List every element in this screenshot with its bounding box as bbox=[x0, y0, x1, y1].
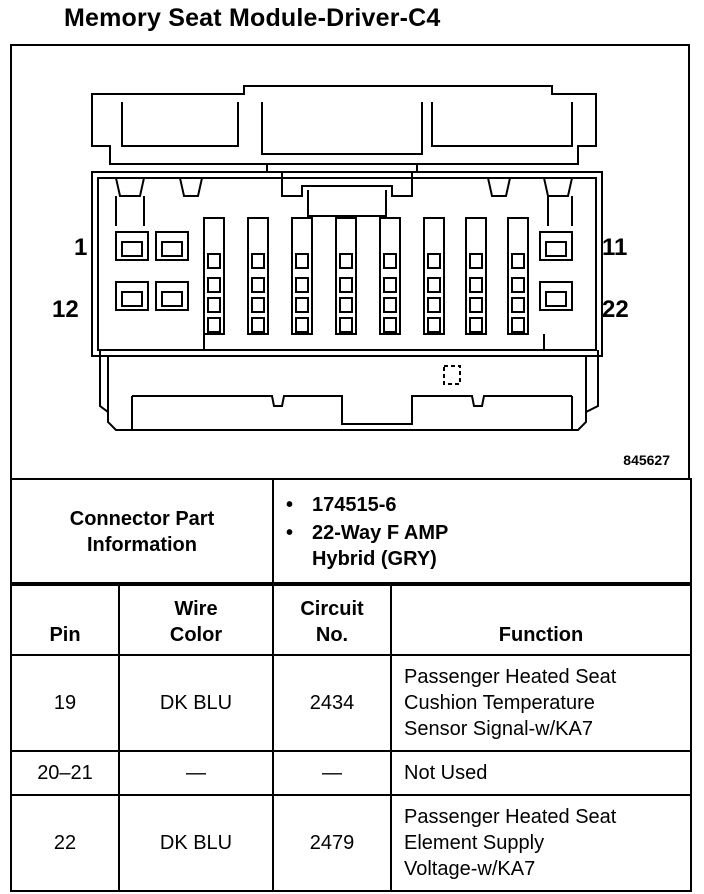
pin-label-12: 12 bbox=[52, 296, 79, 323]
pin-label-1: 1 bbox=[74, 234, 88, 261]
wire-color-cell: DK BLU bbox=[118, 794, 274, 892]
page-title: Memory Seat Module-Driver-C4 bbox=[64, 4, 441, 32]
header-pin: Pin bbox=[10, 582, 120, 656]
table-row: 22 DK BLU 2479 Passenger Heated Seat Ele… bbox=[10, 794, 692, 892]
connector-type-line1: 22-Way F AMP bbox=[312, 522, 449, 544]
wire-color-cell: — bbox=[118, 750, 274, 796]
pin-label-11: 11 bbox=[602, 234, 628, 261]
connector-type-line2: Hybrid (GRY) bbox=[312, 548, 437, 570]
pin-label-22: 22 bbox=[602, 296, 629, 323]
function-cell: Passenger Heated Seat Element Supply Vol… bbox=[390, 794, 692, 892]
header-function: Function bbox=[390, 582, 692, 656]
connector-info-label: Connector Part Information bbox=[10, 478, 274, 586]
function-cell: Not Used bbox=[390, 750, 692, 796]
connector-info-table: Connector Part Information 174515-6 22-W… bbox=[10, 478, 692, 586]
circuit-cell: 2479 bbox=[272, 794, 392, 892]
connector-diagram: 1 12 11 22 845627 bbox=[10, 44, 690, 480]
figure-number: 845627 bbox=[623, 452, 670, 468]
connector-type: 22-Way F AMP Hybrid (GRY) bbox=[286, 520, 690, 572]
pin-cell: 22 bbox=[10, 794, 120, 892]
pin-cell: 20–21 bbox=[10, 750, 120, 796]
function-cell: Passenger Heated Seat Cushion Temperatur… bbox=[390, 654, 692, 752]
table-row: 19 DK BLU 2434 Passenger Heated Seat Cus… bbox=[10, 654, 692, 752]
connector-info-values: 174515-6 22-Way F AMP Hybrid (GRY) bbox=[272, 478, 692, 586]
table-row: 20–21 — — Not Used bbox=[10, 750, 692, 796]
connector-face-drawing bbox=[91, 85, 603, 431]
pin-cell: 19 bbox=[10, 654, 120, 752]
circuit-cell: — bbox=[272, 750, 392, 796]
connector-info-label-line2: Information bbox=[87, 534, 197, 556]
wire-color-cell: DK BLU bbox=[118, 654, 274, 752]
circuit-cell: 2434 bbox=[272, 654, 392, 752]
connector-info-label-line1: Connector Part bbox=[69, 508, 215, 530]
part-number: 174515-6 bbox=[286, 492, 690, 518]
